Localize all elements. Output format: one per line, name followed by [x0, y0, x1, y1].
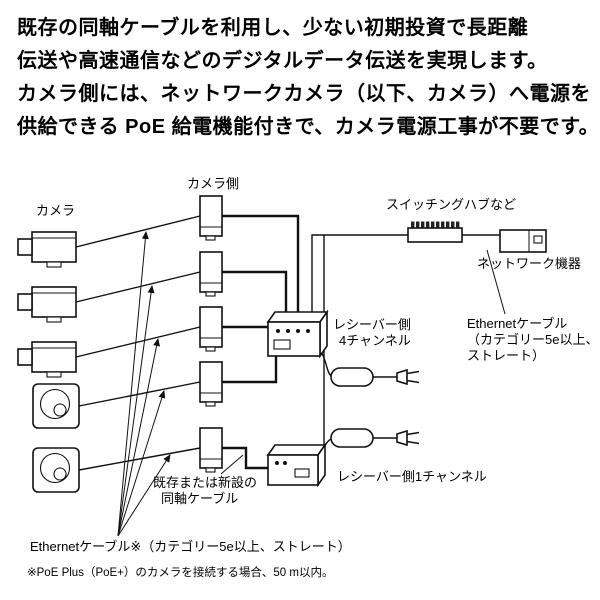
- switching-hub-label: スイッチングハブなど: [386, 197, 517, 212]
- receiver-4ch-icon: [266, 309, 329, 359]
- coax-cable-label-line2: 同軸ケーブル: [161, 491, 239, 506]
- dome-camera-icon: [32, 383, 80, 429]
- receiver-4ch-label-line2: 4チャンネル: [339, 333, 411, 348]
- camera-label: カメラ: [36, 203, 76, 218]
- box-camera-icon: [17, 341, 77, 378]
- receiver-1ch-label: レシーバー側1チャンネル: [337, 469, 487, 484]
- network-device-icon: [499, 229, 547, 253]
- ac-adapter-icon: [330, 428, 374, 448]
- intro-paragraph: 既存の同軸ケーブルを利用し、少ない初期投資で長距離 伝送や高速通信などのデジタル…: [17, 12, 599, 144]
- ethernet-right-label-line1: Ethernetケーブル: [467, 316, 568, 331]
- receiver-1ch-icon: [266, 442, 327, 488]
- receiver-4ch-label: レシーバー側 4チャンネル: [333, 317, 411, 349]
- coax-cable-label-line1: 既存または新設の: [153, 475, 258, 490]
- intro-line-2: 伝送や高速通信などのデジタルデータ伝送を実現します。: [17, 50, 548, 72]
- coax-cable-label: 既存または新設の 同軸ケーブル: [153, 475, 257, 507]
- ethernet-right-label-line3: ストレート）: [467, 348, 546, 363]
- coax-transmitter-icon: [199, 306, 223, 352]
- ethernet-right-label-line2: （カテゴリー5e以上、: [467, 332, 599, 347]
- coax-transmitter-icon: [199, 195, 223, 241]
- intro-line-3: カメラ側には、ネットワークカメラ（以下、カメラ）へ電源を: [17, 83, 591, 105]
- pointer-lines: [117, 231, 506, 537]
- ethernet-right-label: Ethernetケーブル （カテゴリー5e以上、 ストレート）: [467, 316, 598, 364]
- coax-cable-lines: [222, 214, 300, 470]
- box-camera-icon: [17, 286, 77, 323]
- coax-transmitter-icon: [199, 361, 223, 407]
- box-camera-icon: [17, 231, 77, 268]
- switching-hub-icon: [407, 221, 463, 243]
- receiver-4ch-label-line1: レシーバー側: [333, 317, 411, 332]
- ethernet-bottom-label: Ethernetケーブル※（カテゴリー5e以上、ストレート）: [30, 539, 351, 554]
- dome-camera-icon: [32, 447, 80, 493]
- camera-side-label: カメラ側: [187, 176, 240, 191]
- ac-adapter-icon: [330, 367, 374, 387]
- coax-transmitter-icon: [199, 427, 223, 473]
- network-device-label: ネットワーク機器: [477, 256, 582, 271]
- intro-line-1: 既存の同軸ケーブルを利用し、少ない初期投資で長距離: [17, 17, 529, 39]
- footnote: ※PoE Plus（PoE+）のカメラを接続する場合、50 m以内。: [27, 567, 334, 579]
- intro-line-4: 供給できる PoE 給電機能付きで、カメラ電源工事が不要です。: [17, 116, 600, 138]
- power-plug-icon: [396, 369, 420, 385]
- coax-transmitter-icon: [199, 251, 223, 297]
- power-plug-icon: [396, 430, 420, 446]
